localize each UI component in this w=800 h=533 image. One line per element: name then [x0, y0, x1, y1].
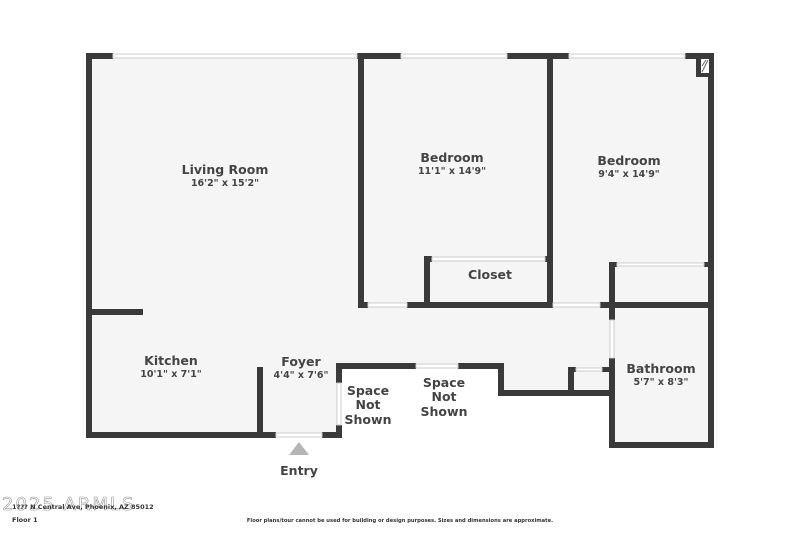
space-not-shown-2: Space Not Shown: [420, 375, 468, 419]
room-name: Bedroom: [420, 150, 484, 165]
room-dimensions: 16'2" x 15'2": [190, 178, 260, 190]
label-line: Not: [431, 389, 457, 405]
small-nook: [570, 370, 610, 392]
label-line: Shown: [344, 411, 392, 427]
room-name: Closet: [468, 267, 512, 282]
entry-arrow-icon: [289, 442, 309, 455]
floor-label: Floor 1: [12, 516, 38, 524]
label-line: Not: [355, 397, 381, 413]
watermark: 2025 ARMLS: [2, 494, 136, 516]
property-address: 1??? N Central Ave, Phoenix, AZ 85012: [12, 503, 154, 511]
room-foyer: Foyer 4'4" x 7'6": [273, 354, 329, 382]
room-name: Foyer: [281, 354, 321, 369]
disclaimer: Floor plans/tour cannot be used for buil…: [246, 518, 554, 524]
outside-area: [502, 392, 612, 442]
space-not-shown-area: [338, 367, 502, 435]
room-bathroom: Bathroom 5'7" x 8'3": [626, 361, 696, 389]
room-dimensions: 5'7" x 8'3": [633, 377, 689, 389]
entry-label: Entry: [280, 463, 318, 478]
windows: [112, 53, 705, 438]
room-dimensions: 11'1" x 14'9": [417, 166, 487, 178]
label-line: Space: [422, 375, 466, 390]
room-living-room: Living Room 16'2" x 15'2": [181, 162, 269, 190]
room-dimensions: 9'4" x 14'9": [598, 169, 660, 181]
room-name: Living Room: [181, 162, 269, 177]
room-kitchen: Kitchen 10'1" x 7'1": [140, 353, 202, 381]
label-line: Shown: [420, 403, 468, 419]
room-name: Bedroom: [597, 153, 661, 168]
room-bedroom-1: Bedroom 11'1" x 14'9": [417, 150, 487, 178]
corner-vent-icon: [701, 59, 709, 73]
walls: [86, 53, 714, 448]
room-bedroom-2: Bedroom 9'4" x 14'9": [597, 153, 661, 181]
space-not-shown-1: Space Not Shown: [344, 383, 392, 427]
room-closet: Closet: [468, 267, 512, 282]
room-dimensions: 4'4" x 7'6": [273, 370, 329, 382]
label-line: Space: [346, 383, 390, 398]
room-name: Bathroom: [626, 361, 696, 376]
room-name: Kitchen: [144, 353, 198, 368]
room-dimensions: 10'1" x 7'1": [140, 369, 202, 381]
